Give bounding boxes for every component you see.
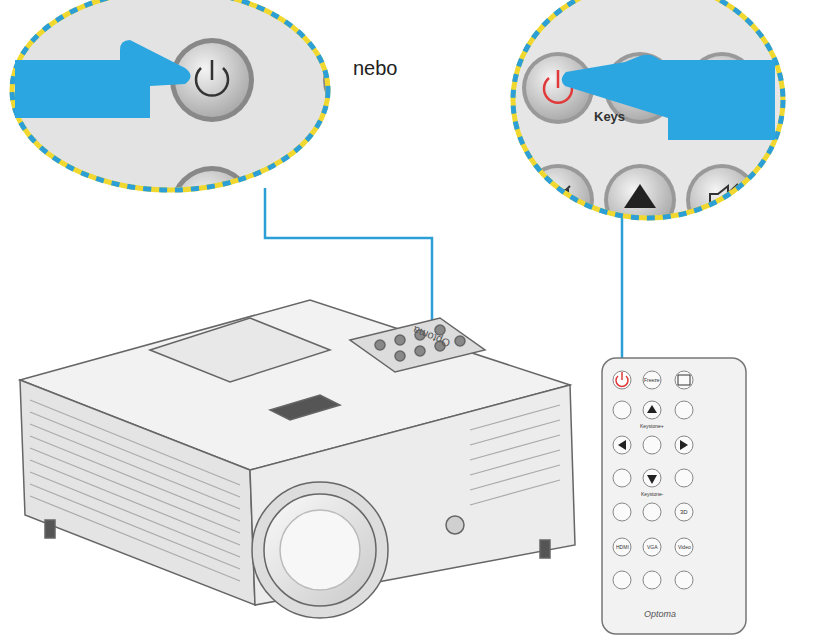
or-label: nebo [353, 58, 398, 78]
button-label: VGA [647, 545, 658, 550]
button-label: 3D [680, 509, 688, 515]
button-label: Freeze [644, 378, 660, 383]
button-label: Keys [594, 110, 625, 123]
button-label: Keystone+ [640, 424, 664, 429]
button-label: Keystone- [641, 492, 664, 497]
zoom-left [12, 0, 407, 250]
brand-logo: Optoma [644, 610, 676, 619]
pointing-hand [15, 40, 191, 118]
zoom-right [513, 0, 783, 236]
projector [20, 300, 575, 618]
pointing-hand [562, 55, 775, 140]
remote-control [602, 358, 746, 634]
button-label: HDMI [616, 545, 629, 550]
leader-line [621, 216, 624, 372]
button-label: Video [678, 545, 691, 550]
